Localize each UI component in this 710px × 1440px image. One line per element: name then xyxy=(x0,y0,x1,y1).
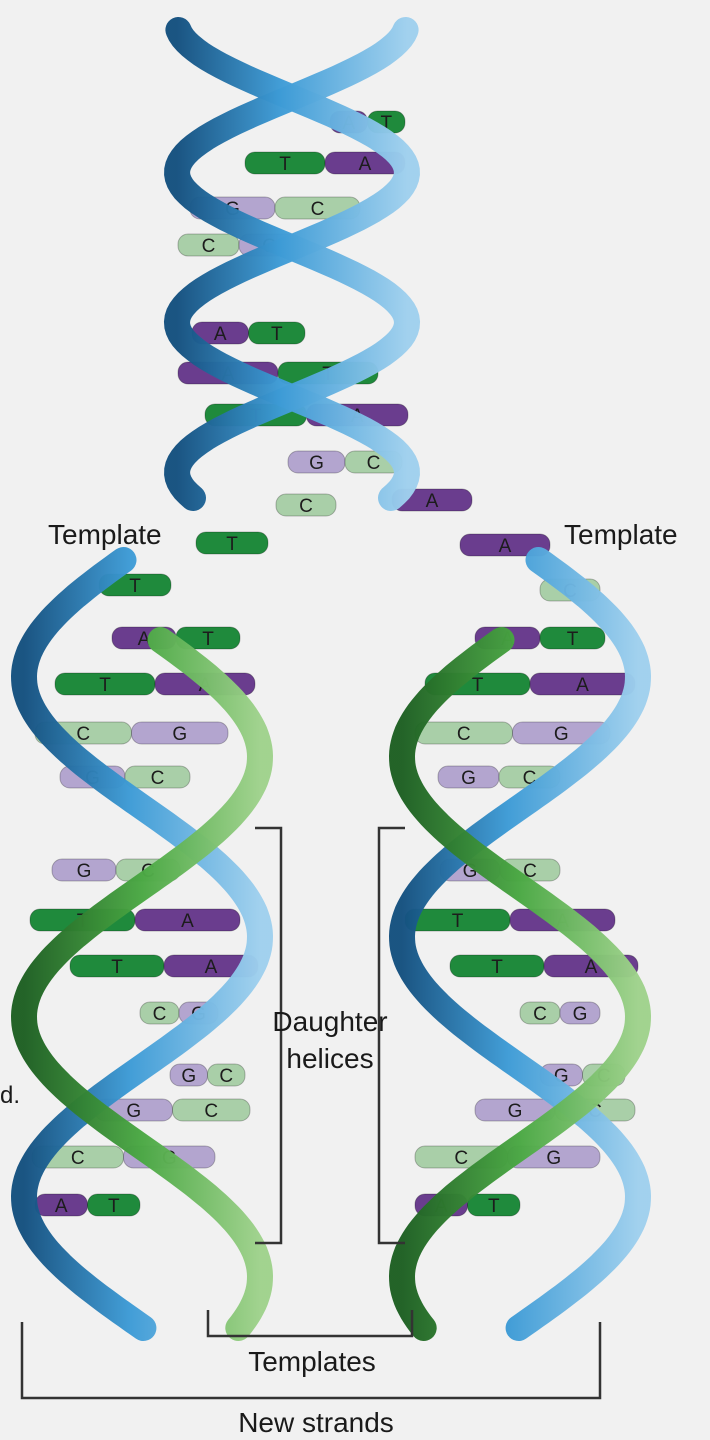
left-daughter-base-pair-6-letter-2: A xyxy=(181,911,194,932)
fork-base-3-letter: T xyxy=(226,534,238,555)
right-daughter-base-pair-7-letter-1: T xyxy=(491,957,503,978)
left-daughter-base-pair-10-letter-1: G xyxy=(126,1101,141,1122)
left-daughter-base-pair-7: TA xyxy=(70,955,258,978)
left-daughter-base-pair-9: GC xyxy=(170,1064,245,1087)
fork-base-4-letter: A xyxy=(499,536,512,557)
left-daughter-base-pair-12-letter-1: A xyxy=(55,1196,68,1217)
left-daughter-base-pair-2-letter-1: T xyxy=(99,675,111,696)
right-daughter-base-pair-11-letter-2: G xyxy=(546,1148,561,1169)
parent-base-pair-5-letter-1: A xyxy=(214,324,227,345)
left-daughter-base-pair-7-letter-2: A xyxy=(205,957,218,978)
left-daughter-base-pair-1-letter-2: T xyxy=(202,629,214,650)
left-daughter-base-pair-11-letter-1: C xyxy=(71,1148,85,1169)
right-daughter-base-pair-2-letter-1: T xyxy=(472,675,484,696)
left-daughter-base-pair-9-letter-2: C xyxy=(219,1066,233,1087)
left-daughter-base-pair-12-letter-2: T xyxy=(108,1196,120,1217)
left-daughter-base-pair-5-letter-1: G xyxy=(77,861,92,882)
right-daughter-base-pair-4-letter-1: G xyxy=(461,768,476,789)
right-daughter-base-pair-8-letter-2: G xyxy=(573,1004,588,1025)
parent-base-pair-8-letter-2: C xyxy=(367,453,381,474)
parent-base-pair-5: AT xyxy=(192,322,305,345)
fork-base-5-letter: T xyxy=(129,576,141,597)
parent-base-pair-2-letter-2: A xyxy=(359,154,372,175)
right-daughter-base-pair-12-letter-2: T xyxy=(488,1196,500,1217)
right-daughter-base-pair-8-letter-1: C xyxy=(533,1004,547,1025)
left-daughter-base-pair-6: TA xyxy=(30,909,240,932)
parent-base-pair-3-letter-2: C xyxy=(311,199,325,220)
clipped-text-fragment: d. xyxy=(0,1082,20,1109)
fork-base-1-letter: C xyxy=(299,496,313,517)
left-daughter-base-pair-9-letter-1: G xyxy=(181,1066,196,1087)
templates-label: Templates xyxy=(248,1346,376,1377)
parent-base-pair-8-letter-1: G xyxy=(309,453,324,474)
parent-base-pair-5-letter-2: T xyxy=(271,324,283,345)
left-daughter-base-pair-4-letter-2: C xyxy=(151,768,165,789)
left-daughter-base-pair-3-letter-2: G xyxy=(172,724,187,745)
daughter-helices-label-line1: Daughter xyxy=(272,1006,387,1037)
right-daughter-base-pair-3-letter-2: G xyxy=(554,724,569,745)
left-daughter-base-pair-12: AT xyxy=(35,1194,140,1217)
daughter-helices-label-line2: helices xyxy=(286,1043,373,1074)
right-daughter-base-pair-6-letter-1: T xyxy=(452,911,464,932)
right-daughter-base-pair-1-letter-2: T xyxy=(567,629,579,650)
right-daughter-base-pair-11-letter-1: C xyxy=(454,1148,468,1169)
right-daughter-base-pair-2-letter-2: A xyxy=(576,675,589,696)
template-label-right: Template xyxy=(564,519,678,550)
template-label-left: Template xyxy=(48,519,162,550)
left-daughter-base-pair-10-letter-2: C xyxy=(204,1101,218,1122)
right-daughter-base-pair-10-letter-1: G xyxy=(508,1101,523,1122)
right-daughter-base-pair-8: CG xyxy=(520,1002,600,1025)
parent-base-pair-2-letter-1: T xyxy=(279,154,291,175)
fork-base-3: T xyxy=(196,532,268,555)
left-daughter-base-pair-3-letter-1: C xyxy=(76,724,90,745)
parent-base-pair-4-letter-1: C xyxy=(202,236,216,257)
right-daughter-base-pair-3-letter-1: C xyxy=(457,724,471,745)
right-daughter-base-pair-3: CG xyxy=(415,722,610,745)
fork-base-1: C xyxy=(276,494,336,517)
left-daughter-base-pair-7-letter-1: T xyxy=(111,957,123,978)
new-strands-label: New strands xyxy=(238,1407,394,1438)
fork-base-2-letter: A xyxy=(426,491,439,512)
left-daughter-base-pair-8-letter-1: C xyxy=(153,1004,167,1025)
